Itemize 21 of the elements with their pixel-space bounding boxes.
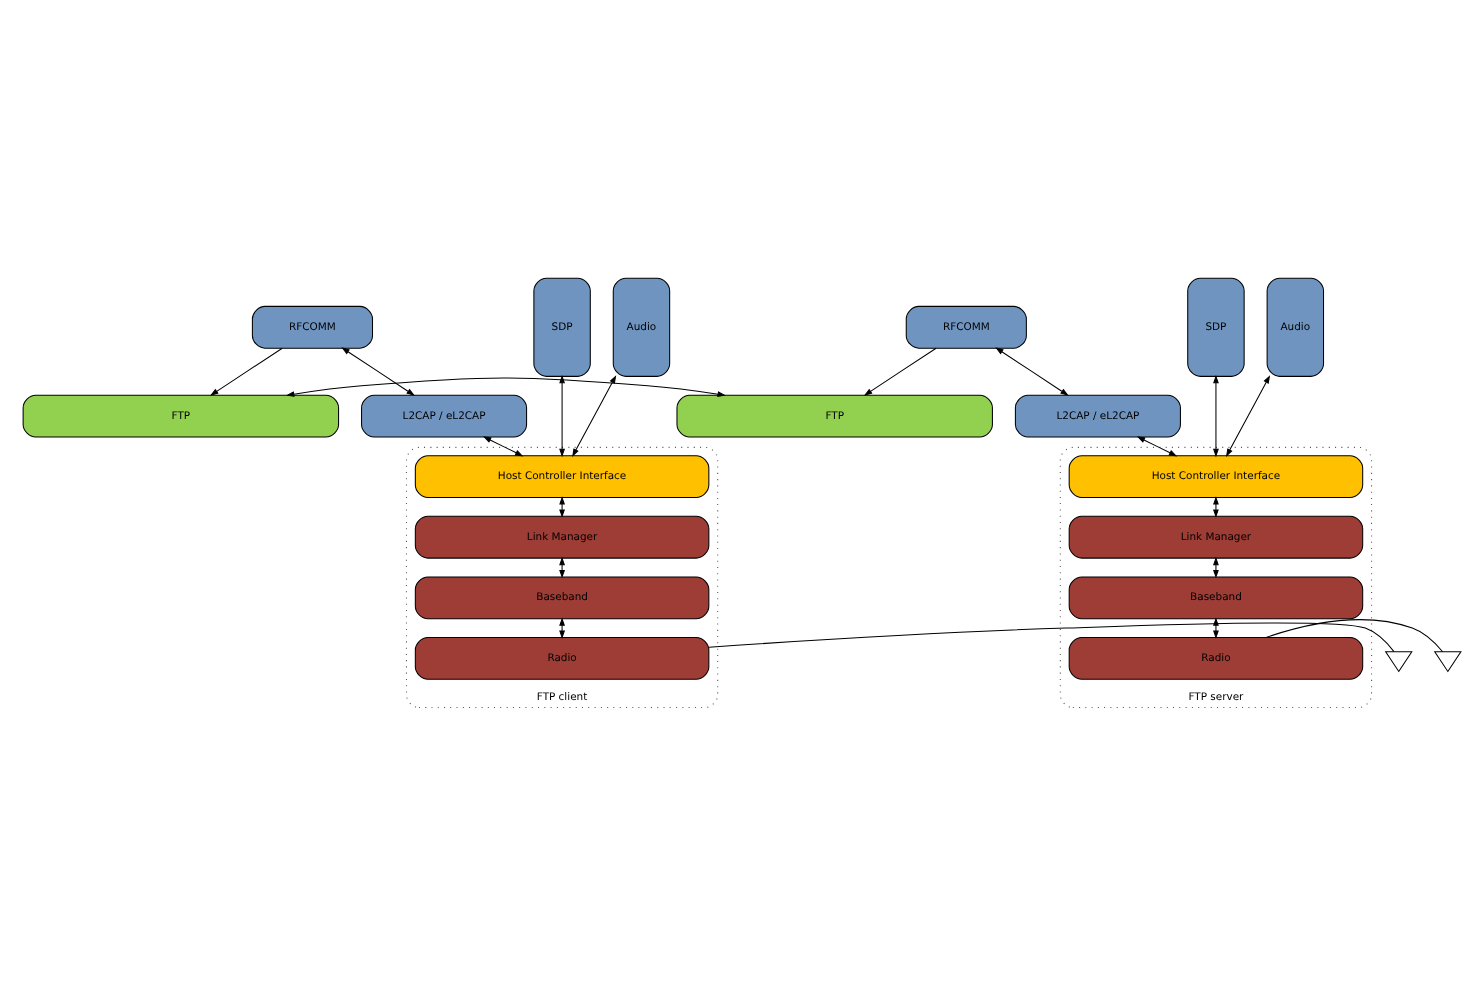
connector xyxy=(1265,618,1444,652)
node-antenna xyxy=(1433,650,1462,672)
arrow xyxy=(1213,495,1219,517)
connector xyxy=(708,621,1395,652)
arrow xyxy=(1136,435,1178,456)
arrow xyxy=(572,374,617,456)
arrow xyxy=(559,555,565,578)
arrow xyxy=(559,616,565,638)
node-antenna xyxy=(1384,650,1413,672)
arrow xyxy=(1213,373,1219,457)
arrow xyxy=(559,495,565,517)
arrow xyxy=(1213,616,1219,638)
arrow xyxy=(341,346,415,395)
arrow xyxy=(210,346,283,395)
arrow xyxy=(285,376,726,396)
arrow xyxy=(482,435,524,456)
arrow xyxy=(995,346,1069,395)
arrow xyxy=(863,346,937,395)
arrow xyxy=(1226,374,1271,456)
arrow xyxy=(1213,555,1219,578)
arrow xyxy=(559,373,565,457)
